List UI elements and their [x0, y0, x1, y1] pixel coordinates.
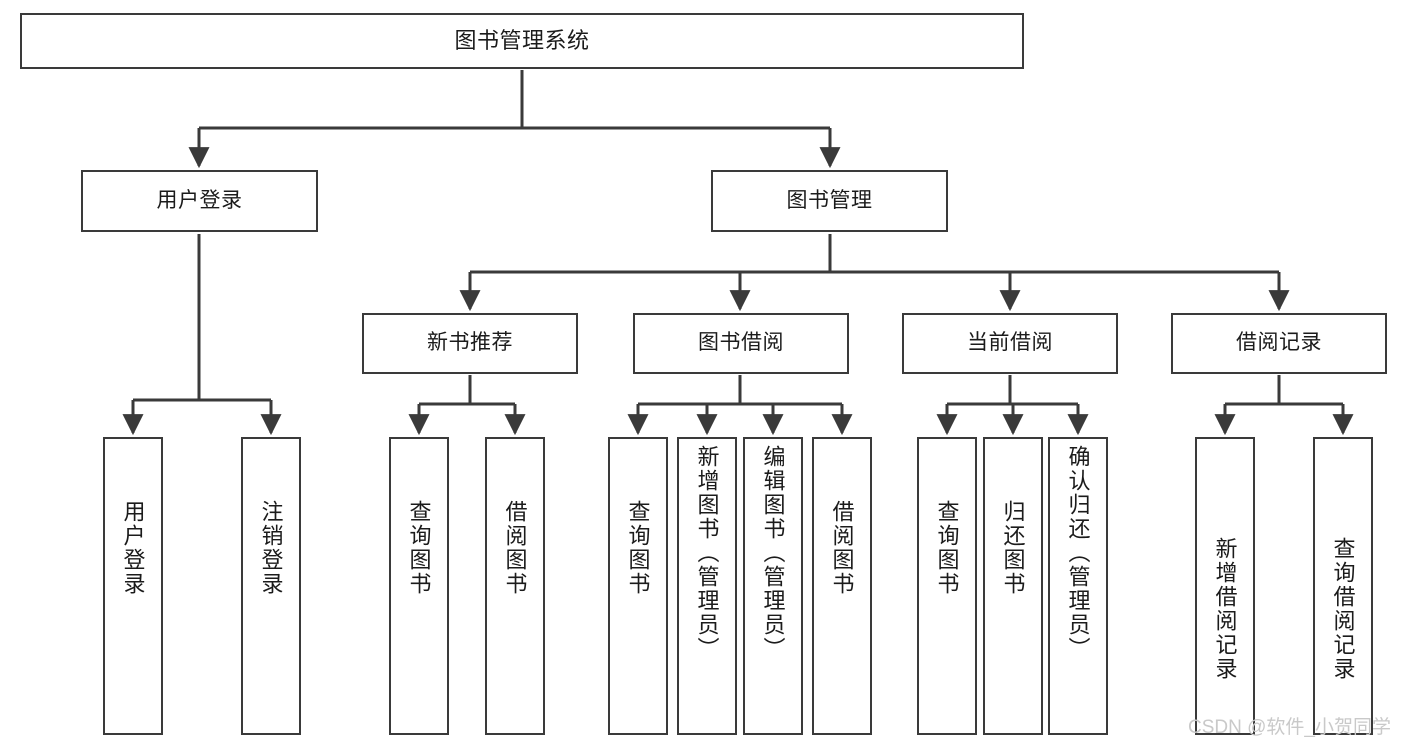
node-label: 用户登录	[156, 188, 243, 212]
node-leaf-borrow-book-rec[interactable]: 借阅图书	[485, 437, 545, 735]
node-current-borrowing[interactable]: 当前借阅	[902, 313, 1118, 374]
node-label: 新书推荐	[427, 331, 513, 355]
node-label: 用户登录	[120, 500, 146, 596]
node-book-borrowing[interactable]: 图书借阅	[633, 313, 849, 374]
node-new-book-recommendation[interactable]: 新书推荐	[362, 313, 578, 374]
node-label: 新增借阅记录	[1212, 537, 1238, 681]
node-leaf-query-book-borrow[interactable]: 查询图书	[608, 437, 668, 735]
node-label: 图书管理系统	[454, 28, 590, 54]
node-label: 查询图书	[625, 500, 651, 596]
node-label: 查询图书	[934, 500, 960, 596]
node-book-management[interactable]: 图书管理	[711, 170, 948, 232]
node-leaf-add-book-admin[interactable]: 新增图书（管理员）	[677, 437, 737, 735]
node-label: 编辑图书（管理员）	[760, 445, 786, 661]
node-label: 查询借阅记录	[1330, 537, 1356, 681]
node-label: 借阅图书	[502, 500, 528, 596]
node-label: 借阅图书	[829, 500, 855, 596]
node-leaf-query-book-current[interactable]: 查询图书	[917, 437, 977, 735]
node-label: 借阅记录	[1236, 331, 1322, 355]
node-label: 查询图书	[406, 500, 432, 596]
node-leaf-user-logout[interactable]: 注销登录	[241, 437, 301, 735]
node-leaf-user-login[interactable]: 用户登录	[103, 437, 163, 735]
node-label: 确认归还（管理员）	[1065, 445, 1091, 661]
node-leaf-borrow-book[interactable]: 借阅图书	[812, 437, 872, 735]
node-root-book-management-system[interactable]: 图书管理系统	[20, 13, 1024, 69]
node-leaf-return-book[interactable]: 归还图书	[983, 437, 1043, 735]
node-borrowing-record[interactable]: 借阅记录	[1171, 313, 1387, 374]
node-user-login[interactable]: 用户登录	[81, 170, 318, 232]
node-leaf-confirm-return-admin[interactable]: 确认归还（管理员）	[1048, 437, 1108, 735]
node-leaf-edit-book-admin[interactable]: 编辑图书（管理员）	[743, 437, 803, 735]
node-label: 新增图书（管理员）	[694, 445, 720, 661]
node-label: 图书管理	[786, 188, 873, 212]
node-label: 图书借阅	[698, 331, 784, 355]
csdn-watermark: CSDN @软件_小贺同学	[1188, 717, 1391, 738]
node-leaf-add-borrow-record[interactable]: 新增借阅记录	[1195, 437, 1255, 735]
node-label: 当前借阅	[967, 331, 1053, 355]
node-label: 归还图书	[1000, 500, 1026, 596]
node-label: 注销登录	[258, 500, 284, 596]
node-leaf-query-borrow-record[interactable]: 查询借阅记录	[1313, 437, 1373, 735]
node-leaf-query-book-rec[interactable]: 查询图书	[389, 437, 449, 735]
